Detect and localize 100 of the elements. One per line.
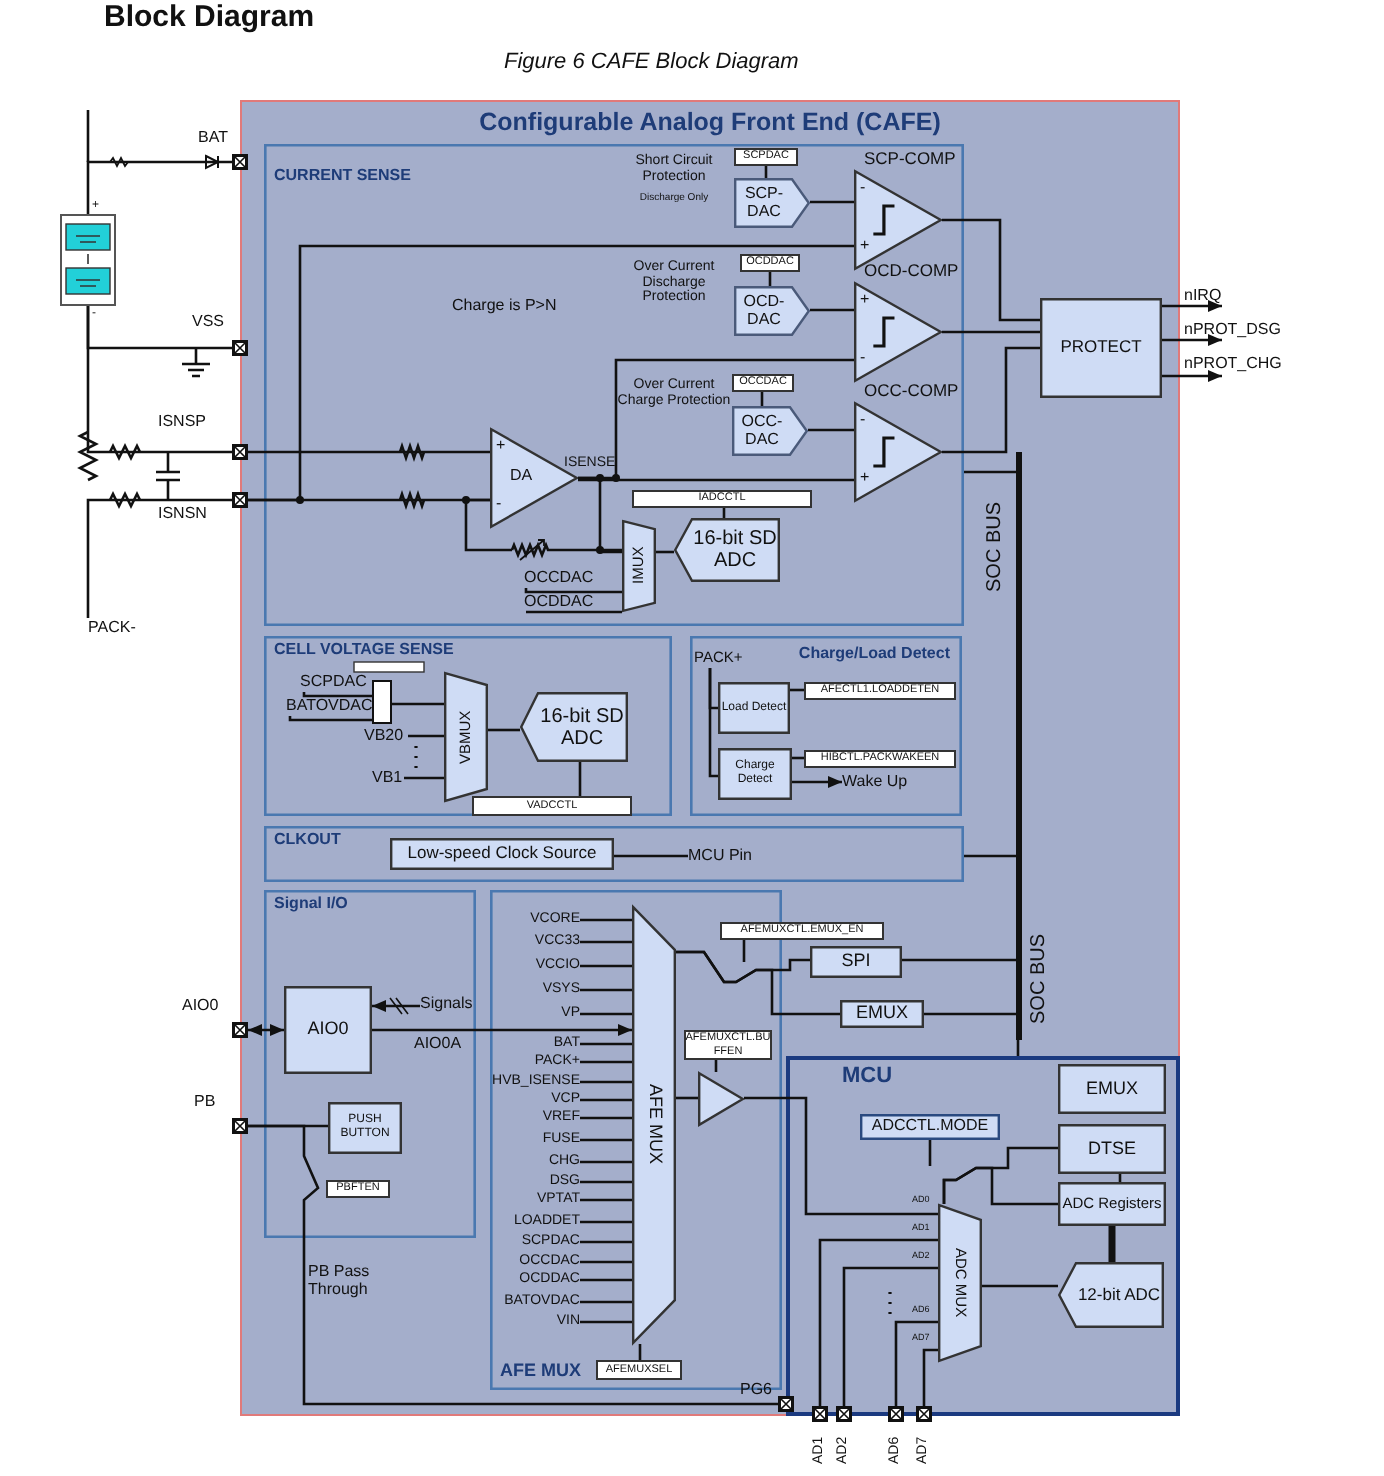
block-label: OCD-DAC (741, 289, 787, 331)
buffer-symbol (698, 1072, 744, 1126)
register-box (720, 922, 884, 940)
amplifier-label: DA (510, 468, 533, 486)
comparator-label: OCC-COMP (864, 382, 959, 401)
multiplexer-symbol (622, 520, 656, 612)
connector (792, 776, 842, 788)
figure-caption: Figure 6 CAFE Block Diagram (504, 50, 799, 75)
connector (404, 776, 444, 780)
function-block (328, 1102, 402, 1154)
connector (580, 1260, 632, 1264)
connector (722, 508, 726, 518)
connector (638, 1344, 642, 1360)
multiplexer-symbol (632, 906, 676, 1344)
pin-label: ISNSN (158, 506, 207, 524)
connector (580, 1042, 632, 1046)
connector (942, 330, 1040, 334)
comparator-label: SCP-COMP (864, 150, 956, 169)
switch-symbol (372, 680, 392, 724)
connector (248, 1124, 778, 1406)
panel-title: CLKOUT (274, 832, 341, 850)
signal-label: MCU Pin (688, 847, 753, 865)
panel-title: Charge/Load Detect (798, 646, 950, 664)
polarity-sign: + (860, 292, 870, 310)
block-title: Configurable Analog Front End (CAFE) (477, 110, 943, 138)
connector (488, 728, 520, 732)
register-box (596, 1360, 682, 1380)
connector (808, 428, 854, 432)
connector (86, 306, 232, 454)
pin-label: BAT (198, 130, 228, 148)
connector (408, 734, 444, 738)
connector (942, 1166, 1058, 1206)
edge-label: nPROT_CHG (1184, 356, 1282, 374)
connector (392, 702, 444, 706)
connector (676, 950, 840, 1016)
register-box (632, 490, 812, 508)
connector (580, 964, 632, 968)
function-block (1058, 1064, 1166, 1114)
connector (676, 1096, 698, 1100)
connector (764, 166, 768, 178)
signal-label: Wake Up (842, 774, 908, 792)
connector (792, 756, 804, 760)
panel-title: Signal I/O (274, 896, 348, 914)
connector (1162, 370, 1222, 382)
edge-label: PB Pass Through (308, 1264, 372, 1300)
connector (790, 688, 804, 692)
register-box (472, 796, 632, 816)
connector (924, 1012, 1016, 1016)
bus-label: SOC BUS (984, 499, 1006, 596)
pin-label: PB (194, 1094, 216, 1112)
block-label: EMUX (855, 1004, 908, 1024)
connector (86, 160, 232, 214)
function-block (390, 838, 614, 870)
connector (580, 940, 632, 944)
connector (580, 1098, 632, 1102)
page-title: Block Diagram (104, 2, 315, 35)
connector (580, 1080, 632, 1084)
module-panel (690, 636, 962, 816)
register-box (860, 1114, 1000, 1140)
module-panel (264, 890, 476, 1238)
function-block (1058, 1182, 1166, 1226)
connector (810, 308, 854, 312)
panel-title: CELL VOLTAGE SENSE (274, 642, 454, 660)
connector (580, 1160, 632, 1164)
connector (842, 1266, 938, 1406)
pin-label: ISNSP (158, 414, 207, 432)
block-label: PROTECT (1060, 338, 1142, 358)
function-block (1040, 298, 1162, 398)
polarity-sign: - (496, 496, 502, 514)
polarity-sign: - (860, 412, 866, 430)
block-label: AIO0 (307, 1020, 349, 1040)
block-label: 16-bit SD ADC (691, 526, 779, 576)
polarity-sign: - (860, 350, 866, 368)
function-block (840, 1000, 924, 1028)
register-box (804, 750, 956, 768)
panel-title: AFE MUX (500, 1362, 581, 1382)
edge-label: nIRQ (1184, 288, 1222, 306)
connector (580, 1278, 632, 1282)
function-block (284, 986, 372, 1074)
connector (372, 1024, 632, 1036)
register-box (804, 682, 956, 700)
connector (552, 548, 622, 552)
module-panel (264, 636, 672, 816)
polarity-sign: - (860, 180, 866, 198)
connector (818, 1238, 938, 1406)
connector (288, 716, 372, 722)
signal-label: SCPDAC (300, 674, 367, 692)
mux-label: AFE MUX (643, 1082, 668, 1169)
signal-label: BATOVDAC (286, 698, 373, 716)
connector (614, 854, 688, 858)
connector (580, 1060, 632, 1064)
connector (580, 1320, 632, 1324)
function-block (810, 946, 902, 978)
connector (580, 1138, 632, 1142)
connector (810, 200, 854, 204)
connector (982, 1284, 1058, 1288)
block-label: Low-speed Clock Source (407, 844, 597, 864)
variable-resistor-symbol (512, 538, 552, 562)
register-box (740, 254, 800, 272)
function-block (718, 682, 790, 734)
